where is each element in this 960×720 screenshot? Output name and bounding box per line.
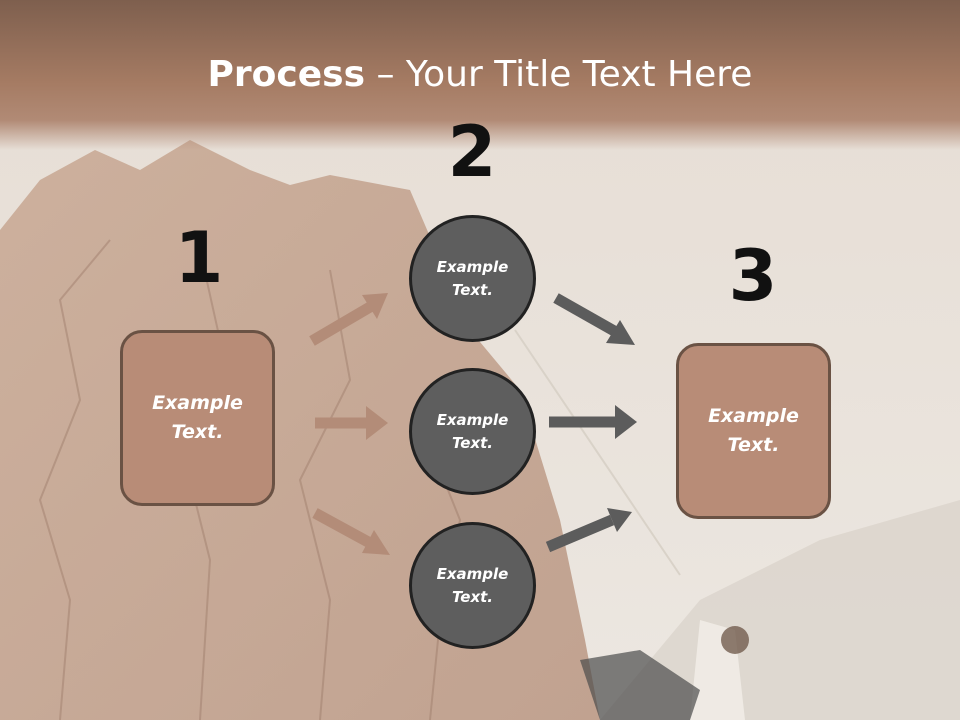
- arrow-box1-to-circle3: [312, 508, 390, 555]
- arrow-circle3-to-box3: [545, 508, 632, 553]
- circle-3-label: Example Text.: [436, 564, 509, 606]
- step-2-circle-3: Example Text.: [409, 522, 536, 649]
- arrow-circle2-to-box3: [549, 405, 637, 439]
- arrow-circle1-to-box3: [553, 293, 635, 345]
- arrow-box1-to-circle1: [309, 293, 388, 346]
- title-rest-part: – Your Title Text Here: [365, 54, 753, 95]
- step-3-box-label: Example Text.: [708, 405, 799, 456]
- arrow-box1-to-circle2: [315, 406, 388, 440]
- step-number-2: 2: [447, 111, 497, 193]
- step-1-box: Example Text.: [120, 330, 275, 506]
- circle-1-label: Example Text.: [436, 257, 509, 299]
- step-number-3: 3: [728, 235, 778, 317]
- step-3-box: Example Text.: [676, 343, 831, 519]
- slide-title: Process – Your Title Text Here: [0, 52, 960, 98]
- title-band: [0, 0, 960, 150]
- title-bold-part: Process: [207, 54, 366, 95]
- step-number-1: 1: [174, 217, 224, 299]
- step-2-circle-2: Example Text.: [409, 368, 536, 495]
- circle-2-label: Example Text.: [436, 410, 509, 452]
- step-2-circle-1: Example Text.: [409, 215, 536, 342]
- step-1-box-label: Example Text.: [152, 392, 243, 443]
